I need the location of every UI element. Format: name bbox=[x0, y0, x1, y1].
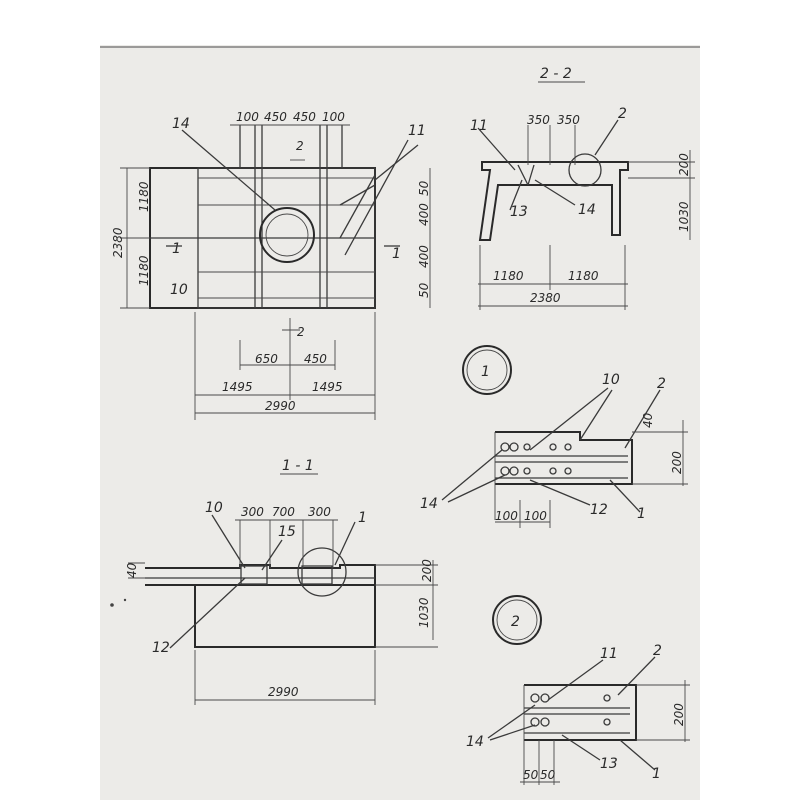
plan-cut-left: 1 bbox=[172, 241, 181, 257]
section11-callout-c: 1 bbox=[358, 510, 367, 526]
node1-bottom-dim-1: 100 bbox=[495, 509, 518, 523]
node1-marker bbox=[462, 345, 512, 395]
section22-profile bbox=[478, 161, 629, 241]
section22-title: 2 - 2 bbox=[540, 66, 572, 82]
section22-callout-d: 14 bbox=[578, 202, 596, 218]
node-1: 1 10 2 14 12 1 100 bbox=[420, 345, 688, 528]
plan-left-dim-2: 1180 bbox=[137, 255, 151, 286]
node2-callout-d: 13 bbox=[600, 756, 618, 772]
section11-overall-width: 2990 bbox=[268, 685, 299, 699]
plan-overall-width: 2990 bbox=[265, 399, 296, 413]
plan-view: 100 450 450 100 2 1180 1180 2380 1 1 50 … bbox=[111, 110, 431, 420]
pipe-opening bbox=[259, 207, 315, 263]
plan-right-dim-3: 400 bbox=[417, 245, 431, 268]
plan-callout-bars: 11 bbox=[408, 123, 426, 139]
node2-callout-e: 1 bbox=[652, 766, 661, 782]
section11-block-left bbox=[240, 565, 268, 585]
plan-inner-dim-1: 650 bbox=[255, 352, 278, 366]
plan-bottom-dim-1: 1495 bbox=[222, 380, 253, 394]
node2-profile bbox=[524, 684, 637, 741]
section11-callout-d: 12 bbox=[152, 640, 170, 656]
node1-right-dim-1: 40 bbox=[641, 412, 655, 428]
node1-callout-e: 1 bbox=[637, 506, 646, 522]
section22-right-dim-1: 200 bbox=[677, 153, 691, 176]
section11-top-dim-2: 700 bbox=[272, 505, 295, 519]
plan-section-mark-top: 2 bbox=[296, 139, 304, 153]
plan-top-dim-1: 100 bbox=[236, 110, 259, 124]
section11-left-dim: 40 bbox=[125, 562, 139, 578]
plan-section-mark-bottom: 2 bbox=[297, 325, 305, 339]
plan-overall-height: 2380 bbox=[111, 227, 125, 258]
plan-bottom-dim-2: 1495 bbox=[312, 380, 343, 394]
section11-callout-a: 10 bbox=[205, 500, 223, 516]
plan-right-dim-1: 50 bbox=[417, 180, 431, 196]
section-2-2: 2 - 2 350 350 11 2 13 14 200 1030 bbox=[470, 66, 695, 310]
node1-profile bbox=[495, 431, 633, 485]
section-1-1: 1 - 1 300 700 300 10 15 1 12 bbox=[125, 458, 438, 705]
section11-block-right bbox=[301, 565, 333, 585]
node1-label: 1 bbox=[481, 364, 490, 380]
node2-bottom-dim-1: 50 bbox=[523, 768, 539, 782]
node2-callout-a: 11 bbox=[600, 646, 618, 662]
node1-callout-b: 2 bbox=[657, 376, 666, 392]
section11-top-dim-3: 300 bbox=[308, 505, 331, 519]
node2-callout-b: 2 bbox=[653, 643, 662, 659]
plan-callout-pipe: 14 bbox=[172, 116, 190, 132]
node2-callout-c: 14 bbox=[466, 734, 484, 750]
section11-right-dim-2: 1030 bbox=[417, 597, 431, 628]
plan-top-dim-4: 100 bbox=[322, 110, 345, 124]
section11-title: 1 - 1 bbox=[282, 458, 314, 474]
node1-callout-d: 12 bbox=[590, 502, 608, 518]
plan-cut-right: 1 bbox=[392, 246, 401, 262]
plan-top-dim-3: 450 bbox=[293, 110, 316, 124]
section11-body bbox=[194, 584, 376, 648]
section11-callout-b: 15 bbox=[278, 524, 296, 540]
section22-top-dim-2: 350 bbox=[557, 113, 580, 127]
plan-left-dim-1: 1180 bbox=[137, 181, 151, 212]
section11-top-dim-1: 300 bbox=[241, 505, 264, 519]
node2-marker bbox=[492, 595, 542, 645]
section11-right-dim-1: 200 bbox=[420, 559, 434, 582]
speck bbox=[110, 603, 114, 607]
node2-label: 2 bbox=[511, 614, 520, 630]
plan-top-dim-2: 450 bbox=[264, 110, 287, 124]
node-2: 2 11 2 14 13 1 50 50 bbox=[466, 595, 690, 785]
section22-callout-c: 13 bbox=[510, 204, 528, 220]
node2-bottom-dim-2: 50 bbox=[540, 768, 556, 782]
section11-node-circle bbox=[297, 547, 347, 597]
node1-callout-a: 10 bbox=[602, 372, 620, 388]
section22-top-dim-1: 350 bbox=[527, 113, 550, 127]
node1-right-dim-2: 200 bbox=[670, 451, 684, 474]
section11-top-slab bbox=[145, 564, 376, 586]
node2-right-dim: 200 bbox=[672, 703, 686, 726]
speck bbox=[123, 598, 127, 602]
section22-callout-a: 11 bbox=[470, 118, 488, 134]
section22-callout-b: 2 bbox=[618, 106, 627, 122]
plan-right-dim-4: 50 bbox=[417, 282, 431, 298]
node1-bottom-dim-2: 100 bbox=[524, 509, 547, 523]
section22-node-circle bbox=[568, 153, 602, 187]
node1-callout-c: 14 bbox=[420, 496, 438, 512]
paper-background bbox=[100, 45, 700, 800]
section22-bottom-dim-2: 1180 bbox=[568, 269, 599, 283]
plan-inner-dim-2: 450 bbox=[304, 352, 327, 366]
plan-callout-rod: 10 bbox=[170, 282, 188, 298]
section22-right-dim-2: 1030 bbox=[677, 201, 691, 232]
section22-bottom-dim-1: 1180 bbox=[493, 269, 524, 283]
section22-overall-width: 2380 bbox=[530, 291, 561, 305]
plan-right-dim-2: 400 bbox=[417, 203, 431, 226]
